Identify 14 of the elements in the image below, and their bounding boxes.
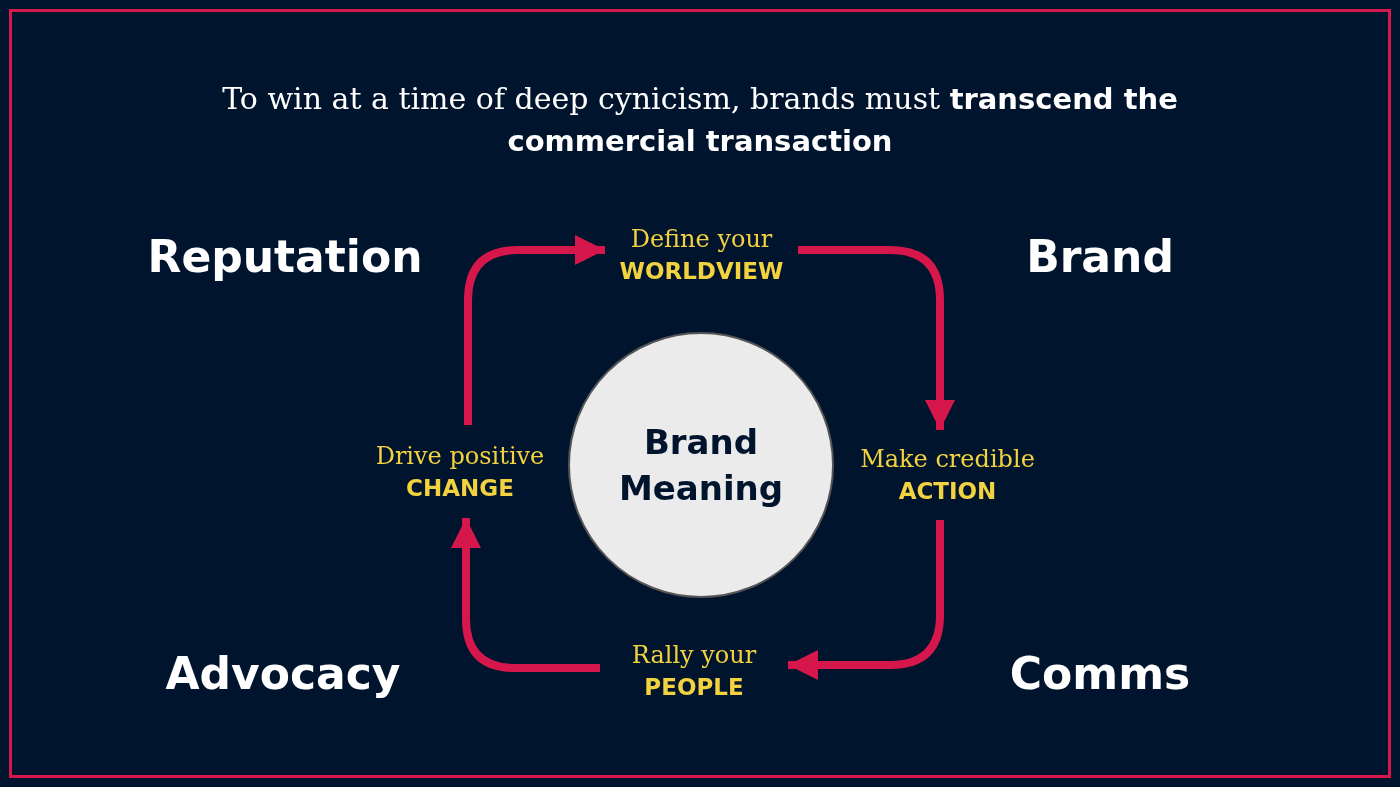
title: To win at a time of deep cynicism, brands must transcend the commercial transaction [221,80,1179,160]
step-keyword: CHANGE [406,473,514,503]
quadrant-label: Reputation [147,230,423,282]
step-keyword: ACTION [898,477,997,506]
step-keyword: PEOPLE [644,673,744,702]
step-heading: Rally your [631,640,757,671]
circle-label: Brand Meaning [617,421,785,510]
step-keyword: WORLDVIEW [619,257,784,286]
step-heading: Drive positive [375,440,545,472]
quadrant-label: Comms [1009,647,1191,699]
quadrant-label: Advocacy [165,647,401,699]
step-heading: Define your [630,224,773,255]
step-heading: Make credible [860,444,1035,475]
quadrant-label: Brand [1026,230,1174,282]
